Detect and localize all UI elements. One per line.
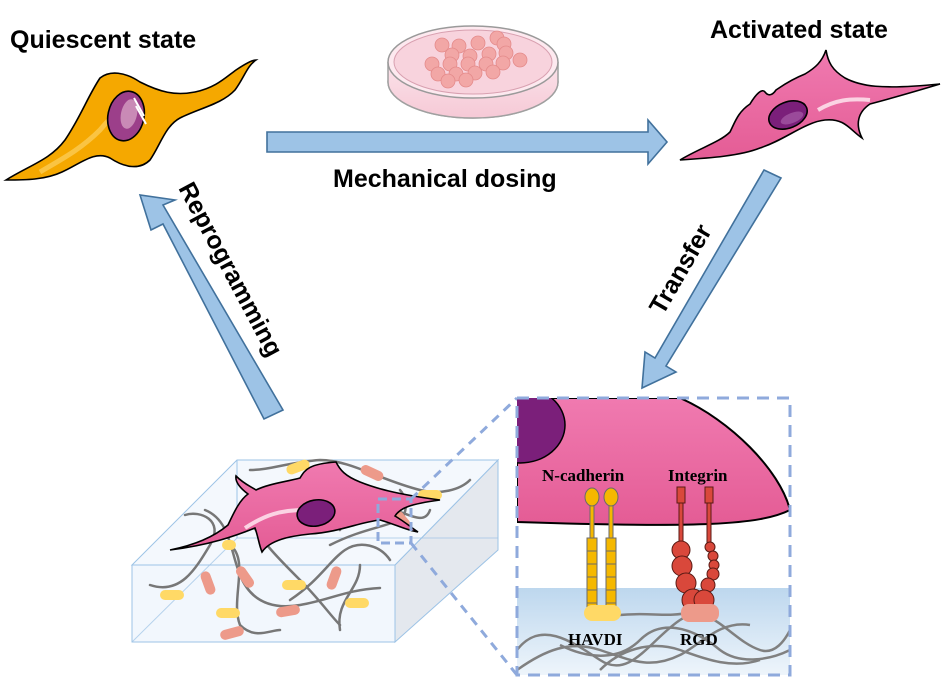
mechanical-dosing-label: Mechanical dosing (333, 165, 557, 193)
havdi-label: HAVDI (568, 630, 623, 649)
seeded-cell-icon (169, 461, 441, 554)
activated-cell-icon (679, 49, 941, 161)
mechanical-dosing-arrow (266, 117, 669, 167)
n-cadherin-label: N-cadherin (542, 466, 625, 485)
transfer-arrow (641, 168, 783, 390)
zoom-guide-line-bottom (409, 542, 519, 676)
nucleus-icon (517, 398, 566, 464)
zoom-guide-line-top (409, 396, 519, 501)
petri-dish-icon (387, 25, 559, 119)
substrate-fibers (517, 610, 790, 672)
integrin-label: Integrin (668, 466, 728, 485)
quiescent-cell-icon (3, 59, 259, 181)
quiescent-state-label: Quiescent state (10, 26, 196, 54)
rgd-ligand-pad (681, 604, 719, 622)
reprogramming-arrow (138, 194, 285, 421)
molecular-inset: N-cadherin Integrin HAVDI RGD (515, 396, 792, 677)
cell-colony (424, 30, 528, 89)
inset-border (515, 396, 792, 677)
havdi-ligands (160, 459, 442, 618)
activated-state-label: Activated state (710, 16, 888, 44)
rgd-label: RGD (680, 630, 718, 649)
n-cadherin-receptor-icon (584, 487, 619, 619)
zoom-selection-box (376, 497, 413, 545)
havdi-ligand-pad (584, 605, 621, 621)
nucleus-icon (296, 498, 336, 528)
